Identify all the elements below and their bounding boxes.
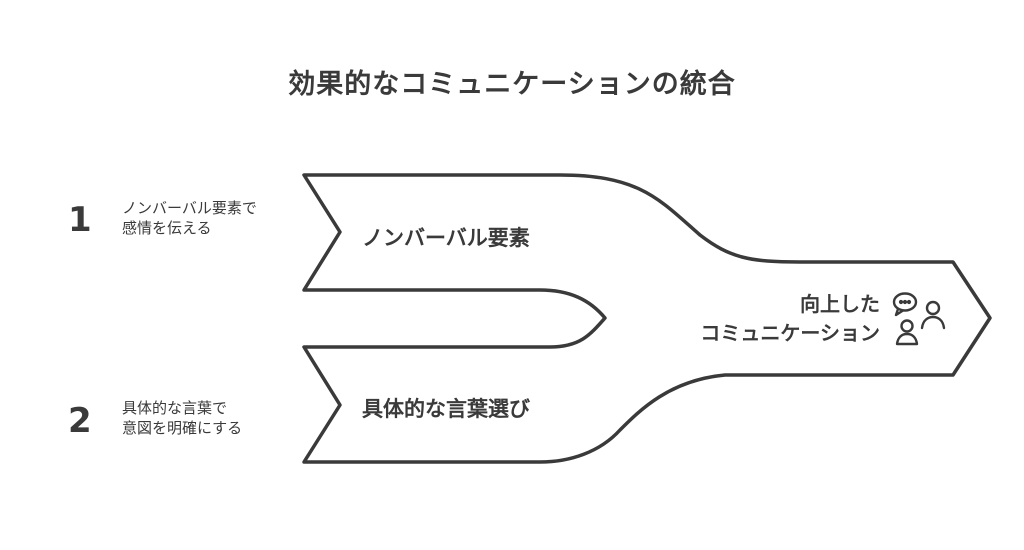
- people-chat-icon: [892, 292, 946, 346]
- step-description-2-line2: 意図を明確にする: [122, 419, 243, 437]
- output-label: 向上した コミュニケーション: [640, 290, 880, 348]
- step-description-1-line2: 感情を伝える: [122, 219, 212, 237]
- diagram-title: 効果的なコミュニケーションの統合: [288, 69, 736, 100]
- step-description-1-line1: ノンバーバル要素で: [122, 199, 257, 217]
- step-description-2-line1: 具体的な言葉で: [122, 399, 228, 417]
- output-label-line2: コミュニケーション: [700, 321, 880, 345]
- input-label-nonverbal: ノンバーバル要素: [362, 226, 530, 250]
- input-label-words: 具体的な言葉選び: [362, 397, 530, 421]
- step-description-2: 具体的な言葉で 意図を明確にする: [122, 398, 292, 438]
- output-label-line1: 向上した: [800, 292, 880, 316]
- step-number-2: 2: [68, 401, 92, 441]
- step-number-1: 1: [68, 200, 92, 240]
- top-arrow-outline: [302, 173, 992, 464]
- step-description-1: ノンバーバル要素で 感情を伝える: [122, 198, 292, 238]
